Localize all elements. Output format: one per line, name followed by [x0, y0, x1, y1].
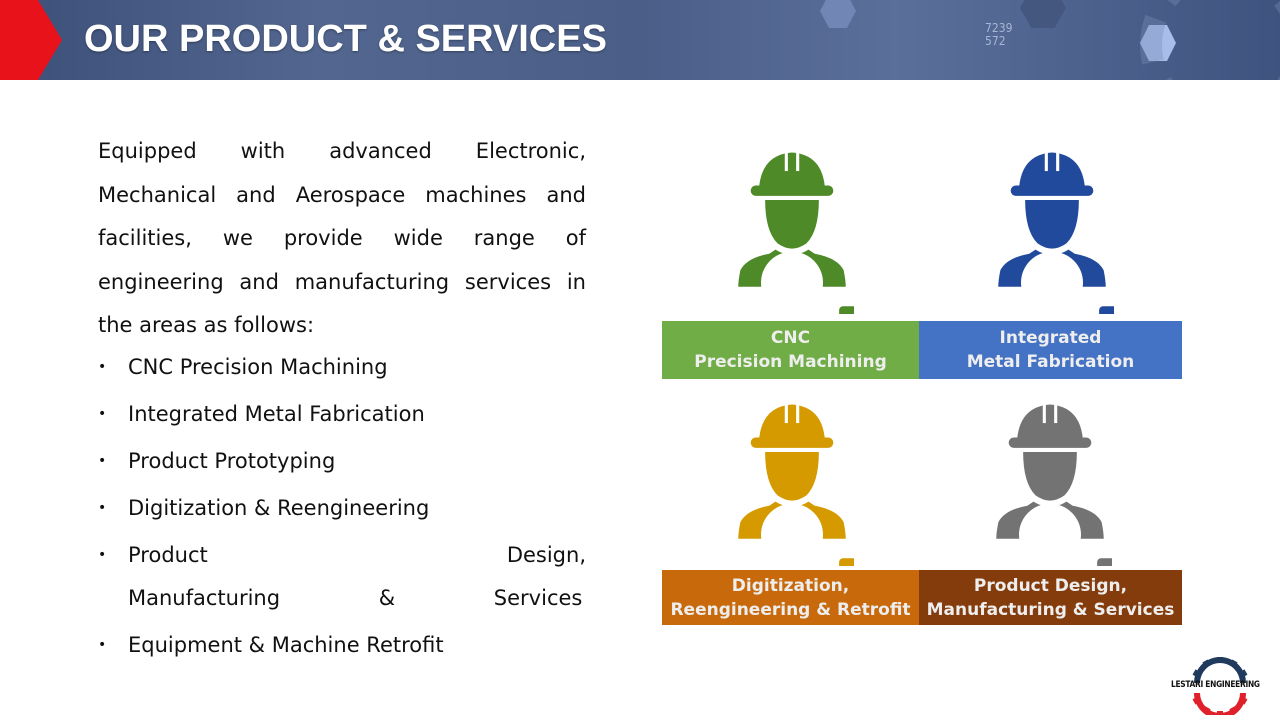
service-label: Integrated Metal Fabrication — [128, 402, 425, 426]
engineer-gear-icon — [730, 148, 860, 318]
service-label: Digitization & Reengineering — [128, 496, 430, 520]
logo-text: LESTARI ENGINEERING — [1171, 680, 1260, 690]
tile-label-line: Product Design, — [973, 575, 1128, 596]
tile-label-product-design: Product Design, Manufacturing & Services — [919, 570, 1182, 625]
tile-label-line: Digitization, — [731, 575, 850, 596]
tile-label-line: CNC — [770, 328, 811, 348]
logo-gear-icon — [1192, 657, 1248, 719]
bullet-icon: • — [98, 500, 107, 516]
engineer-gear-icon — [988, 400, 1118, 570]
service-label: Equipment & Machine Retrofit — [128, 633, 444, 657]
service-label: CNC Precision Machining — [128, 355, 388, 379]
services-list: • CNC Precision Machining • Integrated Met… — [98, 346, 586, 671]
service-label: Product Design, Manufacturing & Services — [128, 543, 586, 610]
service-label: Product Prototyping — [128, 449, 336, 473]
tile-label-metal-fabrication: Integrated Metal Fabrication — [919, 321, 1182, 379]
services-list-item: • Integrated Metal Fabrication — [98, 393, 586, 436]
engineer-gear-icon — [990, 148, 1120, 318]
tile-label-line: Integrated — [999, 328, 1102, 348]
bullet-icon: • — [98, 547, 107, 563]
bullet-icon: • — [98, 637, 107, 653]
tile-label-line: Manufacturing & Services — [926, 599, 1175, 620]
decor-hexagon — [820, 0, 856, 28]
services-list-item: • Product Prototyping — [98, 440, 586, 483]
tile-label-cnc: CNC Precision Machining — [662, 321, 919, 379]
tile-label-line: Precision Machining — [694, 352, 887, 372]
services-list-item: • CNC Precision Machining — [98, 346, 586, 389]
tile-label-line: Metal Fabrication — [966, 352, 1135, 372]
bullet-icon: • — [98, 359, 107, 375]
decor-numbers: 7239 572 — [985, 22, 1012, 48]
decor-number: 7239 — [985, 21, 1013, 35]
intro-paragraph: Equipped with advanced Electronic, Mecha… — [98, 139, 586, 337]
bullet-icon: • — [98, 453, 107, 469]
services-list-item: • Equipment & Machine Retrofit — [98, 624, 586, 667]
services-list-item: • Digitization & Reengineering — [98, 487, 586, 530]
engineer-gear-icon — [730, 400, 860, 570]
services-list-item: • Product Design, Manufacturing & Service… — [98, 534, 586, 620]
decor-hexagon — [1020, 0, 1066, 28]
company-logo: LESTARI ENGINEERING — [1168, 655, 1268, 719]
page-title: OUR PRODUCT & SERVICES — [84, 18, 607, 60]
bullet-icon: • — [98, 406, 107, 422]
tile-label-line: Reengineering & Retrofit — [670, 599, 911, 620]
header-banner: 7239 572 — [0, 0, 1280, 80]
decor-number: 572 — [985, 34, 1006, 48]
decor-gear-icon — [1140, 0, 1280, 80]
tile-label-digitization: Digitization, Reengineering & Retrofit — [662, 570, 919, 625]
